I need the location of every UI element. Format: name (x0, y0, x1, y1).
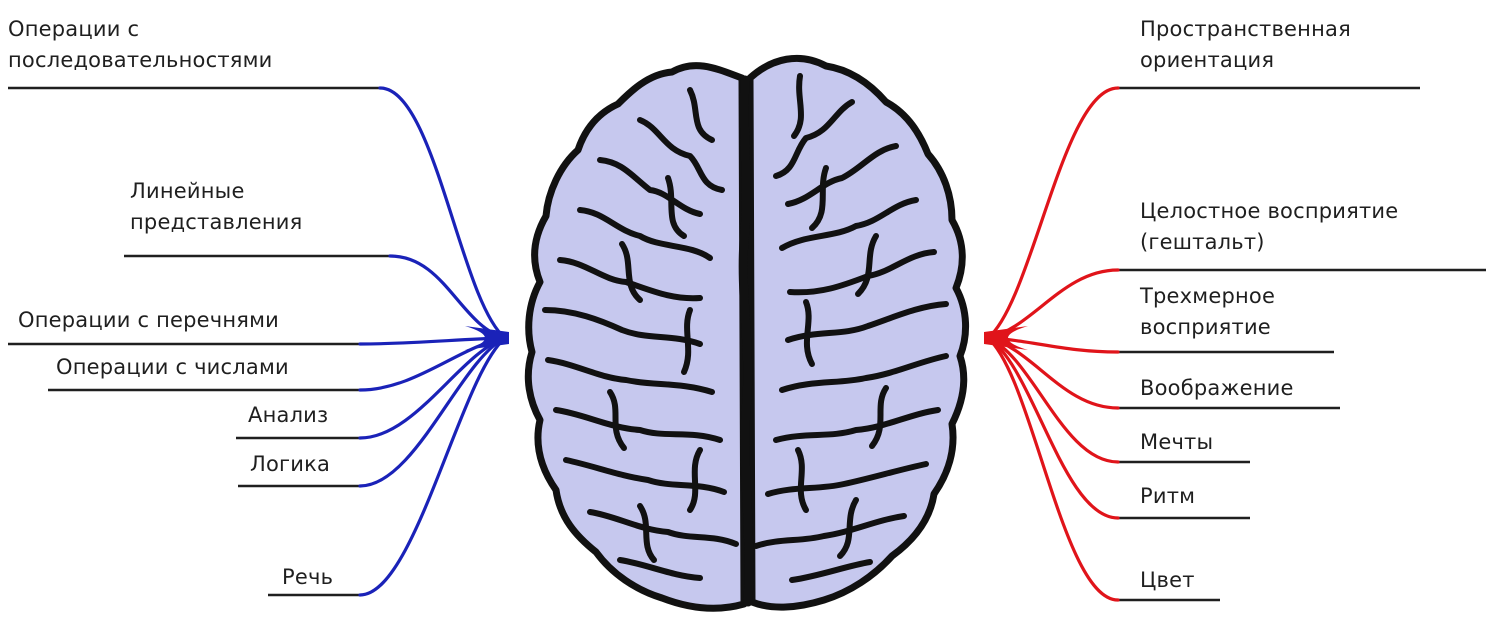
right-connector-line (988, 270, 1118, 338)
left-label-line: Логика (250, 449, 330, 480)
left-connector-line (360, 338, 505, 486)
left-label-speech: Речь (282, 562, 333, 593)
right-bundle-knot (984, 326, 1028, 350)
right-label-line: Трехмерное (1140, 281, 1275, 312)
right-label-line: (гештальт) (1140, 227, 1398, 258)
left-label-line: Операции с (8, 14, 273, 45)
right-label-color: Цвет (1140, 565, 1195, 596)
left-label-line: Линейные (130, 176, 302, 207)
left-label-lists: Операции с перечнями (18, 305, 279, 336)
left-label-line: представления (130, 207, 302, 238)
right-label-line: восприятие (1140, 312, 1275, 343)
right-label-rhythm: Ритм (1140, 481, 1195, 512)
right-label-line: Пространственная (1140, 14, 1351, 45)
left-label-line: Анализ (248, 400, 328, 431)
right-label-spatial: Пространственная ориентация (1140, 14, 1351, 76)
left-connector-line (390, 256, 505, 338)
right-label-line: ориентация (1140, 45, 1351, 76)
left-label-line: Операции с числами (56, 352, 289, 383)
right-connector-line (988, 338, 1118, 600)
right-label-3d: Трехмерное восприятие (1140, 281, 1275, 343)
right-label-imagination: Воображение (1140, 373, 1294, 404)
left-label-line: последовательностями (8, 45, 273, 76)
right-label-dreams: Мечты (1140, 427, 1213, 458)
right-label-line: Воображение (1140, 373, 1294, 404)
right-label-line: Ритм (1140, 481, 1195, 512)
left-connector-lines (8, 88, 509, 595)
right-connector-line (988, 338, 1118, 408)
left-label-sequences: Операции с последовательностями (8, 14, 273, 76)
right-label-line: Мечты (1140, 427, 1213, 458)
brain-illustration (528, 58, 965, 608)
left-connector-line (360, 338, 505, 595)
left-connector-line (380, 88, 505, 338)
left-label-linear: Линейные представления (130, 176, 302, 238)
right-connector-lines (984, 88, 1486, 600)
left-label-line: Операции с перечнями (18, 305, 279, 336)
left-label-line: Речь (282, 562, 333, 593)
right-label-line: Целостное восприятие (1140, 196, 1398, 227)
longitudinal-fissure (743, 80, 749, 602)
right-connector-line (988, 88, 1118, 338)
right-label-gestalt: Целостное восприятие (гештальт) (1140, 196, 1398, 258)
left-label-numbers: Операции с числами (56, 352, 289, 383)
left-label-analysis: Анализ (248, 400, 328, 431)
left-label-logic: Логика (250, 449, 330, 480)
right-label-line: Цвет (1140, 565, 1195, 596)
